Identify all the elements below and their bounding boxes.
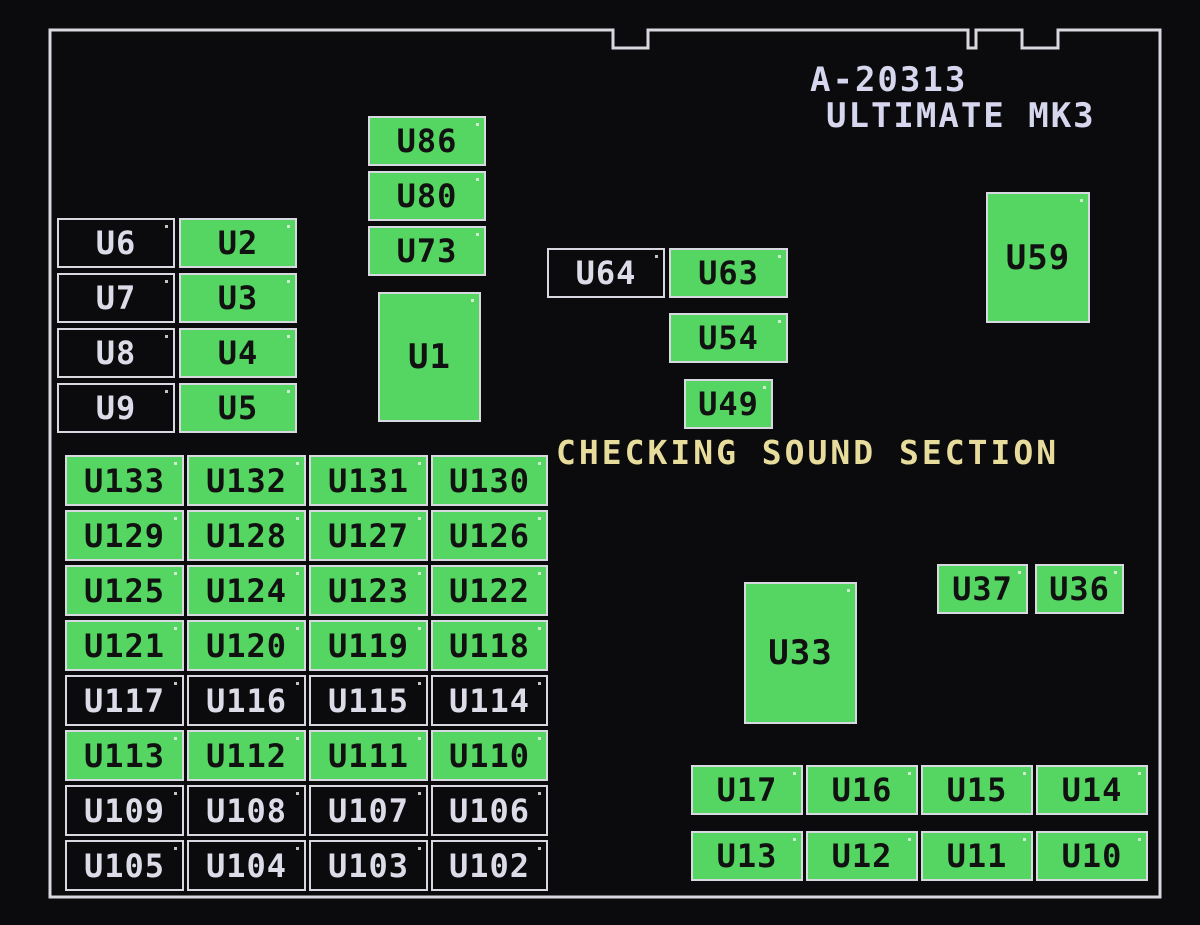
chip-u131[interactable]: U131 — [309, 455, 428, 506]
chip-u113[interactable]: U113 — [65, 730, 184, 781]
chip-u3[interactable]: U3 — [179, 273, 297, 323]
chip-u132[interactable]: U132 — [187, 455, 306, 506]
chip-u133[interactable]: U133 — [65, 455, 184, 506]
chip-u63[interactable]: U63 — [669, 248, 788, 298]
chip-u64[interactable]: U64 — [547, 248, 665, 298]
chip-u5[interactable]: U5 — [179, 383, 297, 433]
chip-u59[interactable]: U59 — [986, 192, 1090, 323]
chip-u54[interactable]: U54 — [669, 313, 788, 363]
chip-u11[interactable]: U11 — [921, 831, 1033, 881]
chip-u126[interactable]: U126 — [431, 510, 548, 561]
chip-u109[interactable]: U109 — [65, 785, 184, 836]
chip-u107[interactable]: U107 — [309, 785, 428, 836]
chip-u117[interactable]: U117 — [65, 675, 184, 726]
chip-u37[interactable]: U37 — [937, 564, 1028, 614]
chip-u128[interactable]: U128 — [187, 510, 306, 561]
chip-u33[interactable]: U33 — [744, 582, 857, 724]
chip-u14[interactable]: U14 — [1036, 765, 1148, 815]
chip-u105[interactable]: U105 — [65, 840, 184, 891]
chip-u10[interactable]: U10 — [1036, 831, 1148, 881]
board-id-label: A-20313 — [810, 60, 968, 100]
chip-u6[interactable]: U6 — [57, 218, 175, 268]
chip-u16[interactable]: U16 — [806, 765, 918, 815]
chip-u130[interactable]: U130 — [431, 455, 548, 506]
chip-u111[interactable]: U111 — [309, 730, 428, 781]
chip-u73[interactable]: U73 — [368, 226, 486, 276]
chip-u86[interactable]: U86 — [368, 116, 486, 166]
chip-u108[interactable]: U108 — [187, 785, 306, 836]
chip-u129[interactable]: U129 — [65, 510, 184, 561]
chip-u127[interactable]: U127 — [309, 510, 428, 561]
chip-u80[interactable]: U80 — [368, 171, 486, 221]
chip-u1[interactable]: U1 — [378, 292, 481, 422]
chip-u104[interactable]: U104 — [187, 840, 306, 891]
chip-u13[interactable]: U13 — [691, 831, 803, 881]
chip-u123[interactable]: U123 — [309, 565, 428, 616]
chip-u103[interactable]: U103 — [309, 840, 428, 891]
chip-u120[interactable]: U120 — [187, 620, 306, 671]
chip-u36[interactable]: U36 — [1035, 564, 1124, 614]
chip-u4[interactable]: U4 — [179, 328, 297, 378]
chip-u12[interactable]: U12 — [806, 831, 918, 881]
game-title-label: ULTIMATE MK3 — [826, 96, 1096, 136]
chip-u124[interactable]: U124 — [187, 565, 306, 616]
chip-u8[interactable]: U8 — [57, 328, 175, 378]
chip-u9[interactable]: U9 — [57, 383, 175, 433]
board-outline-path — [48, 28, 1162, 899]
chip-u106[interactable]: U106 — [431, 785, 548, 836]
chip-u114[interactable]: U114 — [431, 675, 548, 726]
chip-u17[interactable]: U17 — [691, 765, 803, 815]
chip-u118[interactable]: U118 — [431, 620, 548, 671]
chip-u125[interactable]: U125 — [65, 565, 184, 616]
chip-u115[interactable]: U115 — [309, 675, 428, 726]
chip-u122[interactable]: U122 — [431, 565, 548, 616]
chip-u110[interactable]: U110 — [431, 730, 548, 781]
chip-u102[interactable]: U102 — [431, 840, 548, 891]
chip-u2[interactable]: U2 — [179, 218, 297, 268]
chip-u49[interactable]: U49 — [684, 379, 773, 429]
chip-u121[interactable]: U121 — [65, 620, 184, 671]
chip-u116[interactable]: U116 — [187, 675, 306, 726]
status-message: CHECKING SOUND SECTION — [556, 433, 1060, 472]
chip-u7[interactable]: U7 — [57, 273, 175, 323]
chip-u112[interactable]: U112 — [187, 730, 306, 781]
chip-u15[interactable]: U15 — [921, 765, 1033, 815]
chip-u119[interactable]: U119 — [309, 620, 428, 671]
